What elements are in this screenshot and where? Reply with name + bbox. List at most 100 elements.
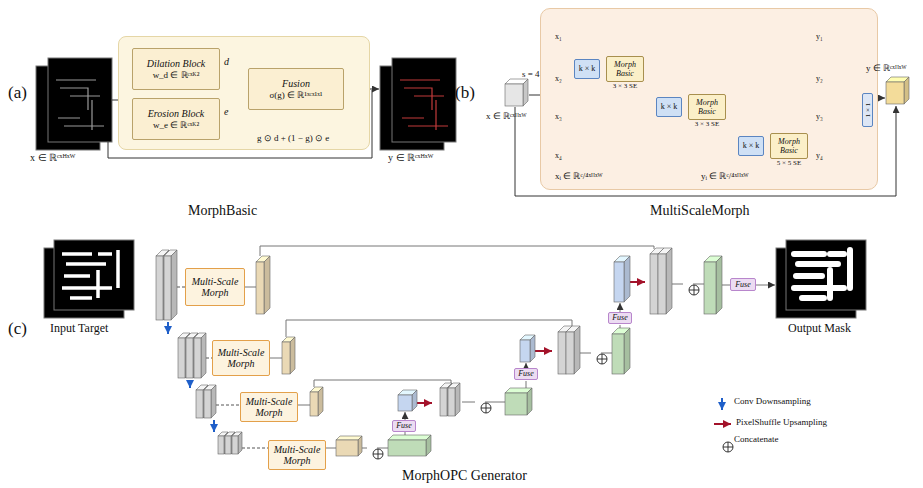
input-target-image (62, 250, 118, 298)
feature-map (310, 387, 323, 416)
panel-label: (c) (8, 320, 27, 339)
feature-map (336, 440, 358, 456)
morph-basic-panel: g ⊙ d + (1 − g) ⊙ eDilation Blockw_d ∈ ℝ… (118, 36, 370, 150)
feature-map (566, 326, 580, 374)
panel-label: (a) (8, 84, 27, 103)
feature-map (412, 390, 417, 411)
concat-symbol (373, 449, 383, 459)
feature-map (171, 250, 177, 320)
caption-label: MorphOPC Generator (402, 468, 527, 483)
math-label: y ∈ ℝᶜˣᴴˣᵂ (866, 64, 906, 74)
conv-box: k × k (738, 136, 764, 156)
output-mask-image (786, 240, 866, 310)
feature-map (310, 392, 318, 416)
feature-map (624, 256, 630, 302)
node-title: Erosion Block (148, 108, 205, 120)
feature-map (336, 436, 362, 440)
feature-map (666, 248, 672, 314)
fuse-box: Fuse (514, 368, 538, 380)
skip-line (362, 448, 388, 449)
input-target-image (44, 240, 134, 318)
math-label: y ∈ ℝᶜˣᴴˣᵂ (388, 152, 433, 163)
node-title: Morph Basic (692, 98, 722, 116)
feature-map (505, 84, 523, 106)
downsample-arrow (189, 380, 191, 388)
feature-map (164, 256, 171, 320)
skip-line (314, 380, 451, 387)
morph-basic-box: Morph Basic5 × 5 SE (770, 133, 808, 159)
node-detail: 5 × 5 SE (777, 159, 801, 167)
upsample-arrow (534, 350, 552, 352)
math-label: s = 4 (522, 70, 540, 80)
feature-map (225, 436, 231, 454)
image-label: Input Target (50, 322, 108, 335)
fuse-box: Fuse (730, 278, 756, 291)
node-title: k × k (743, 141, 760, 150)
node-title: Fusion (282, 78, 310, 90)
feature-map (612, 334, 624, 374)
multiscale-morph-box: Multi-Scale Morph (268, 440, 326, 470)
node-detail: yᵢ ∈ ℝᶜ/⁴ˣᴴˣᵂ (701, 171, 749, 181)
feature-map (566, 332, 574, 374)
feature-map (178, 338, 185, 378)
node-title: Multi-Scale Morph (245, 396, 293, 419)
fusion-block: Fusionσ(g) ∈ ℝ¹ˣᶜˣ¹ˣ¹ (248, 68, 344, 110)
feature-map (448, 388, 455, 416)
upsample-arrow (714, 423, 731, 425)
feature-map (716, 256, 722, 314)
feature-map (886, 77, 909, 104)
feature-map (196, 390, 203, 418)
feature-map (201, 333, 206, 378)
feature-map (282, 342, 290, 374)
feature-map (194, 333, 206, 378)
feature-map (388, 435, 431, 456)
math-label: x ∈ ℝᶜˣᴴˣᵂ (30, 152, 75, 163)
legend-text: Conv Downsampling (734, 397, 811, 407)
feature-map (527, 388, 532, 415)
feature-map (520, 340, 530, 362)
feature-map (156, 256, 163, 320)
caption-label: MultiScaleMorph (650, 203, 750, 218)
feature-map (164, 250, 177, 320)
downsample-arrow (213, 420, 215, 432)
feature-map (218, 436, 224, 454)
downsample-arrow (168, 322, 722, 432)
feature-map (290, 337, 295, 374)
skip-line (405, 412, 406, 420)
conv-box: k × k (574, 59, 600, 79)
node-title: Morph Basic (610, 60, 640, 78)
node-title: Fuse (518, 369, 534, 378)
multiscale-panel: xᵢ ∈ ℝᶜ/⁴ˣᴴˣᵂyᵢ ∈ ℝᶜ/⁴ˣᴴˣᵂk × kMorph Bas… (540, 8, 878, 190)
morph-basic-box: Morph Basic3 × 3 SE (688, 94, 726, 120)
skip-line (286, 320, 572, 337)
feature-map (574, 326, 580, 374)
feature-map (658, 254, 666, 314)
feature-map (614, 256, 630, 302)
node-detail: w_e ∈ ℝᶜˣᴷ² (153, 120, 199, 130)
node-detail: 3 × 3 SE (613, 82, 637, 90)
feature-map (388, 435, 431, 440)
skip-line (405, 325, 620, 435)
feature-map (505, 393, 527, 415)
erosion-block: Erosion Blockw_e ∈ ℝᶜˣᴷ² (132, 98, 220, 140)
split-label: y₂ (816, 75, 823, 84)
image-label: Output Mask (788, 322, 851, 335)
upsample-arrow (630, 281, 645, 283)
skip-line (756, 285, 775, 286)
skip-line (245, 246, 775, 448)
concat-symbol (481, 403, 491, 413)
node-title: g ⊙ d + (1 − g) ⊙ e (257, 133, 329, 143)
feature-map (455, 383, 460, 416)
feature-map (256, 262, 264, 314)
node-title: Morph Basic (774, 137, 804, 155)
input-image (36, 58, 112, 150)
node-title: Fuse (612, 313, 628, 322)
feature-map (282, 337, 295, 374)
output-mask-image (794, 250, 850, 298)
node-title: 1 × 1 (863, 103, 871, 117)
feature-map (614, 262, 624, 302)
node-detail: 3 × 3 SE (695, 120, 719, 128)
feature-map (336, 436, 362, 456)
split-label: x₃ (555, 113, 562, 122)
input-image (56, 80, 104, 130)
